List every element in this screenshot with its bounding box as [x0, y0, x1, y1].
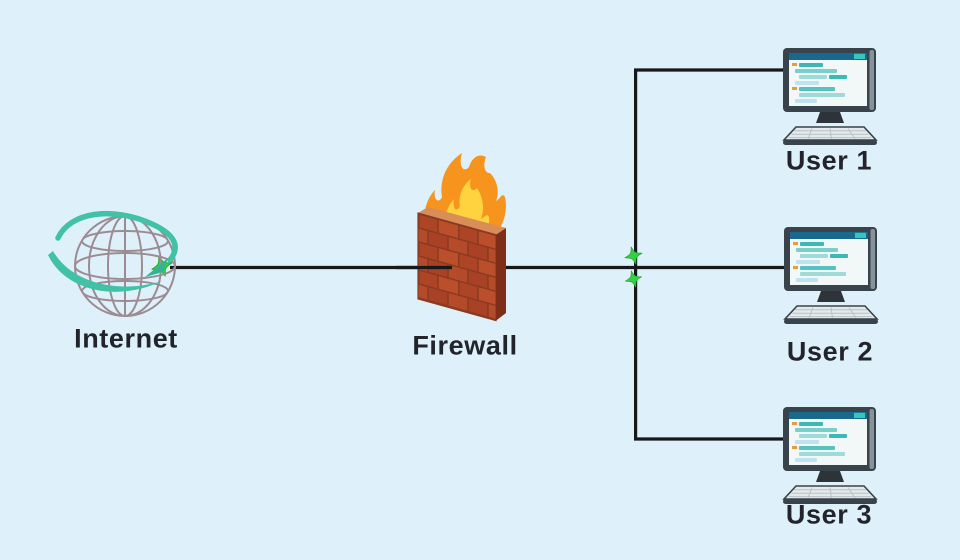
- spark-icon: [624, 246, 643, 265]
- user2-label: User 2: [786, 336, 874, 367]
- orbit-swoosh-bottom: [48, 251, 162, 292]
- orbit-swoosh-top: [55, 210, 178, 263]
- internet-label: Internet: [74, 323, 178, 354]
- globe-icon: [48, 210, 178, 317]
- firewall-label: Firewall: [412, 330, 518, 361]
- user3-label: User 3: [785, 499, 873, 530]
- firewall-icon: [396, 153, 506, 322]
- wall-top-face: [418, 207, 506, 235]
- user1-label: User 1: [785, 145, 873, 176]
- desktop-computer-icon: [782, 48, 878, 146]
- desktop-computer-icon: [782, 407, 878, 505]
- wall-side-face: [496, 228, 506, 321]
- desktop-computer-icon: [783, 227, 879, 325]
- spark-icon: [625, 270, 642, 288]
- orbit-arrowhead: [145, 258, 168, 277]
- link-junction-user1-user3: [634, 68, 784, 441]
